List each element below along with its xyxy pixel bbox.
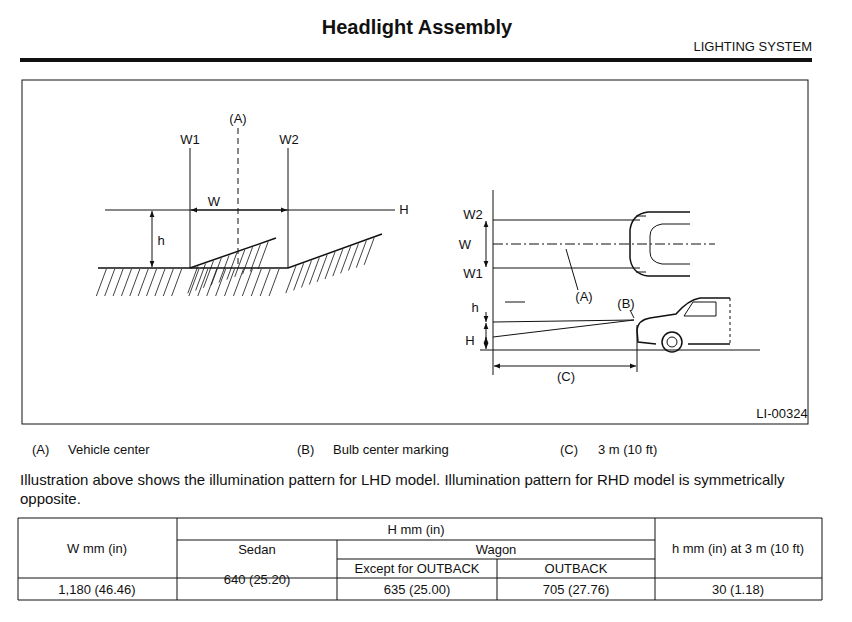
leader-line: [566, 249, 578, 290]
line-label: H: [399, 202, 408, 217]
line-label: W1: [463, 266, 483, 281]
line-label: W1: [180, 132, 200, 147]
hatch-stroke: [113, 269, 123, 296]
ground-line: [480, 350, 760, 351]
hatch-stroke: [96, 269, 106, 296]
callout-letter: (A): [229, 111, 246, 126]
note-paragraph: Illustration above shows the illuminatio…: [20, 470, 812, 508]
table-cell: 705 (27.76): [543, 582, 610, 597]
headlamps: [636, 216, 646, 272]
header-rule: [20, 58, 812, 62]
table-cell: h mm (in) at 3 m (10 ft): [672, 541, 804, 556]
hatching: [96, 238, 374, 296]
car-top-view: [630, 212, 690, 276]
section-name: LIGHTING SYSTEM: [694, 39, 812, 54]
hatch-stroke: [207, 269, 217, 296]
callout-letter: (C): [560, 442, 578, 457]
car-side-view: [637, 298, 730, 344]
table-cell: Sedan: [238, 542, 276, 557]
hatch-stroke: [364, 238, 374, 265]
hatch-stroke: [242, 269, 252, 296]
car-cut: [730, 298, 731, 344]
dimension-label: H: [465, 333, 474, 348]
table-cell: 635 (25.00): [384, 582, 451, 597]
hatch-stroke: [258, 242, 268, 269]
w1-line: [493, 268, 640, 269]
table-cell: Wagon: [476, 542, 517, 557]
callout-letter: (B): [617, 296, 634, 311]
car-hub: [667, 337, 677, 347]
table-cell: 640 (25.20): [224, 572, 291, 587]
vehicle-center-line: [493, 244, 715, 245]
car-window: [684, 302, 716, 316]
line-label: W2: [463, 207, 483, 222]
table-cell: OUTBACK: [545, 561, 608, 576]
w-dimension: [191, 210, 287, 211]
w2-line: [288, 148, 289, 268]
line-label: W2: [279, 132, 299, 147]
table-cell: 1,180 (46.46): [58, 582, 135, 597]
dimension-label: W: [208, 194, 220, 209]
cutoff-line: [190, 234, 382, 268]
hatch-stroke: [138, 269, 148, 296]
cutoff-line: [98, 238, 276, 268]
beam-line: [493, 320, 634, 337]
hatch-stroke: [225, 269, 235, 296]
figure-id: LI-00324: [756, 406, 807, 421]
spec-table: [18, 518, 822, 600]
bulb-height-line: [493, 320, 634, 322]
w-dimension: [486, 221, 487, 267]
vehicle-center-line: [238, 128, 239, 268]
hatch-stroke: [260, 269, 270, 296]
leader-line: [630, 310, 634, 318]
figure-frame: [22, 80, 808, 424]
w2-line: [493, 220, 640, 221]
car-wheel: [662, 332, 682, 352]
hatch-stroke: [233, 269, 243, 296]
callout-letter: (A): [575, 289, 592, 304]
callout-letter: (C): [557, 369, 575, 384]
dash-mark: [505, 302, 525, 303]
hatch-stroke: [163, 269, 173, 296]
callout-letter: (A): [32, 442, 49, 457]
hatch-stroke: [251, 269, 261, 296]
hatch-stroke: [147, 269, 157, 296]
table-cell: W mm (in): [67, 541, 127, 556]
w1-line: [190, 148, 191, 268]
h-dimension: [152, 211, 153, 267]
hatch-stroke: [269, 269, 279, 296]
H-dimension: [486, 323, 487, 349]
hatch-stroke: [189, 269, 199, 296]
legend-text: Bulb center marking: [333, 442, 449, 457]
legend-text: 3 m (10 ft): [598, 442, 657, 457]
legend-text: Vehicle center: [68, 442, 150, 457]
page-title: Headlight Assembly: [322, 15, 512, 39]
callout-letter: (B): [297, 442, 314, 457]
dimension-label: h: [157, 233, 164, 248]
table-cell: Except for OUTBACK: [355, 561, 480, 576]
hatch-stroke: [130, 269, 140, 296]
hatch-stroke: [105, 269, 115, 296]
car-hood: [650, 224, 690, 264]
h-line: [105, 210, 395, 211]
screen-line: [493, 190, 494, 375]
extension-line: [637, 325, 638, 372]
table-cell: 30 (1.18): [712, 582, 764, 597]
dimension-label: h: [471, 300, 478, 315]
hatch-stroke: [172, 269, 182, 296]
hatch-stroke: [121, 269, 131, 296]
hatch-stroke: [155, 269, 165, 296]
h-dimension: [486, 312, 487, 322]
hatch-stroke: [198, 269, 208, 296]
dimension-label: W: [459, 237, 471, 252]
c-dimension: [494, 366, 636, 367]
table-cell: H mm (in): [387, 522, 444, 537]
hatch-stroke: [216, 269, 226, 296]
